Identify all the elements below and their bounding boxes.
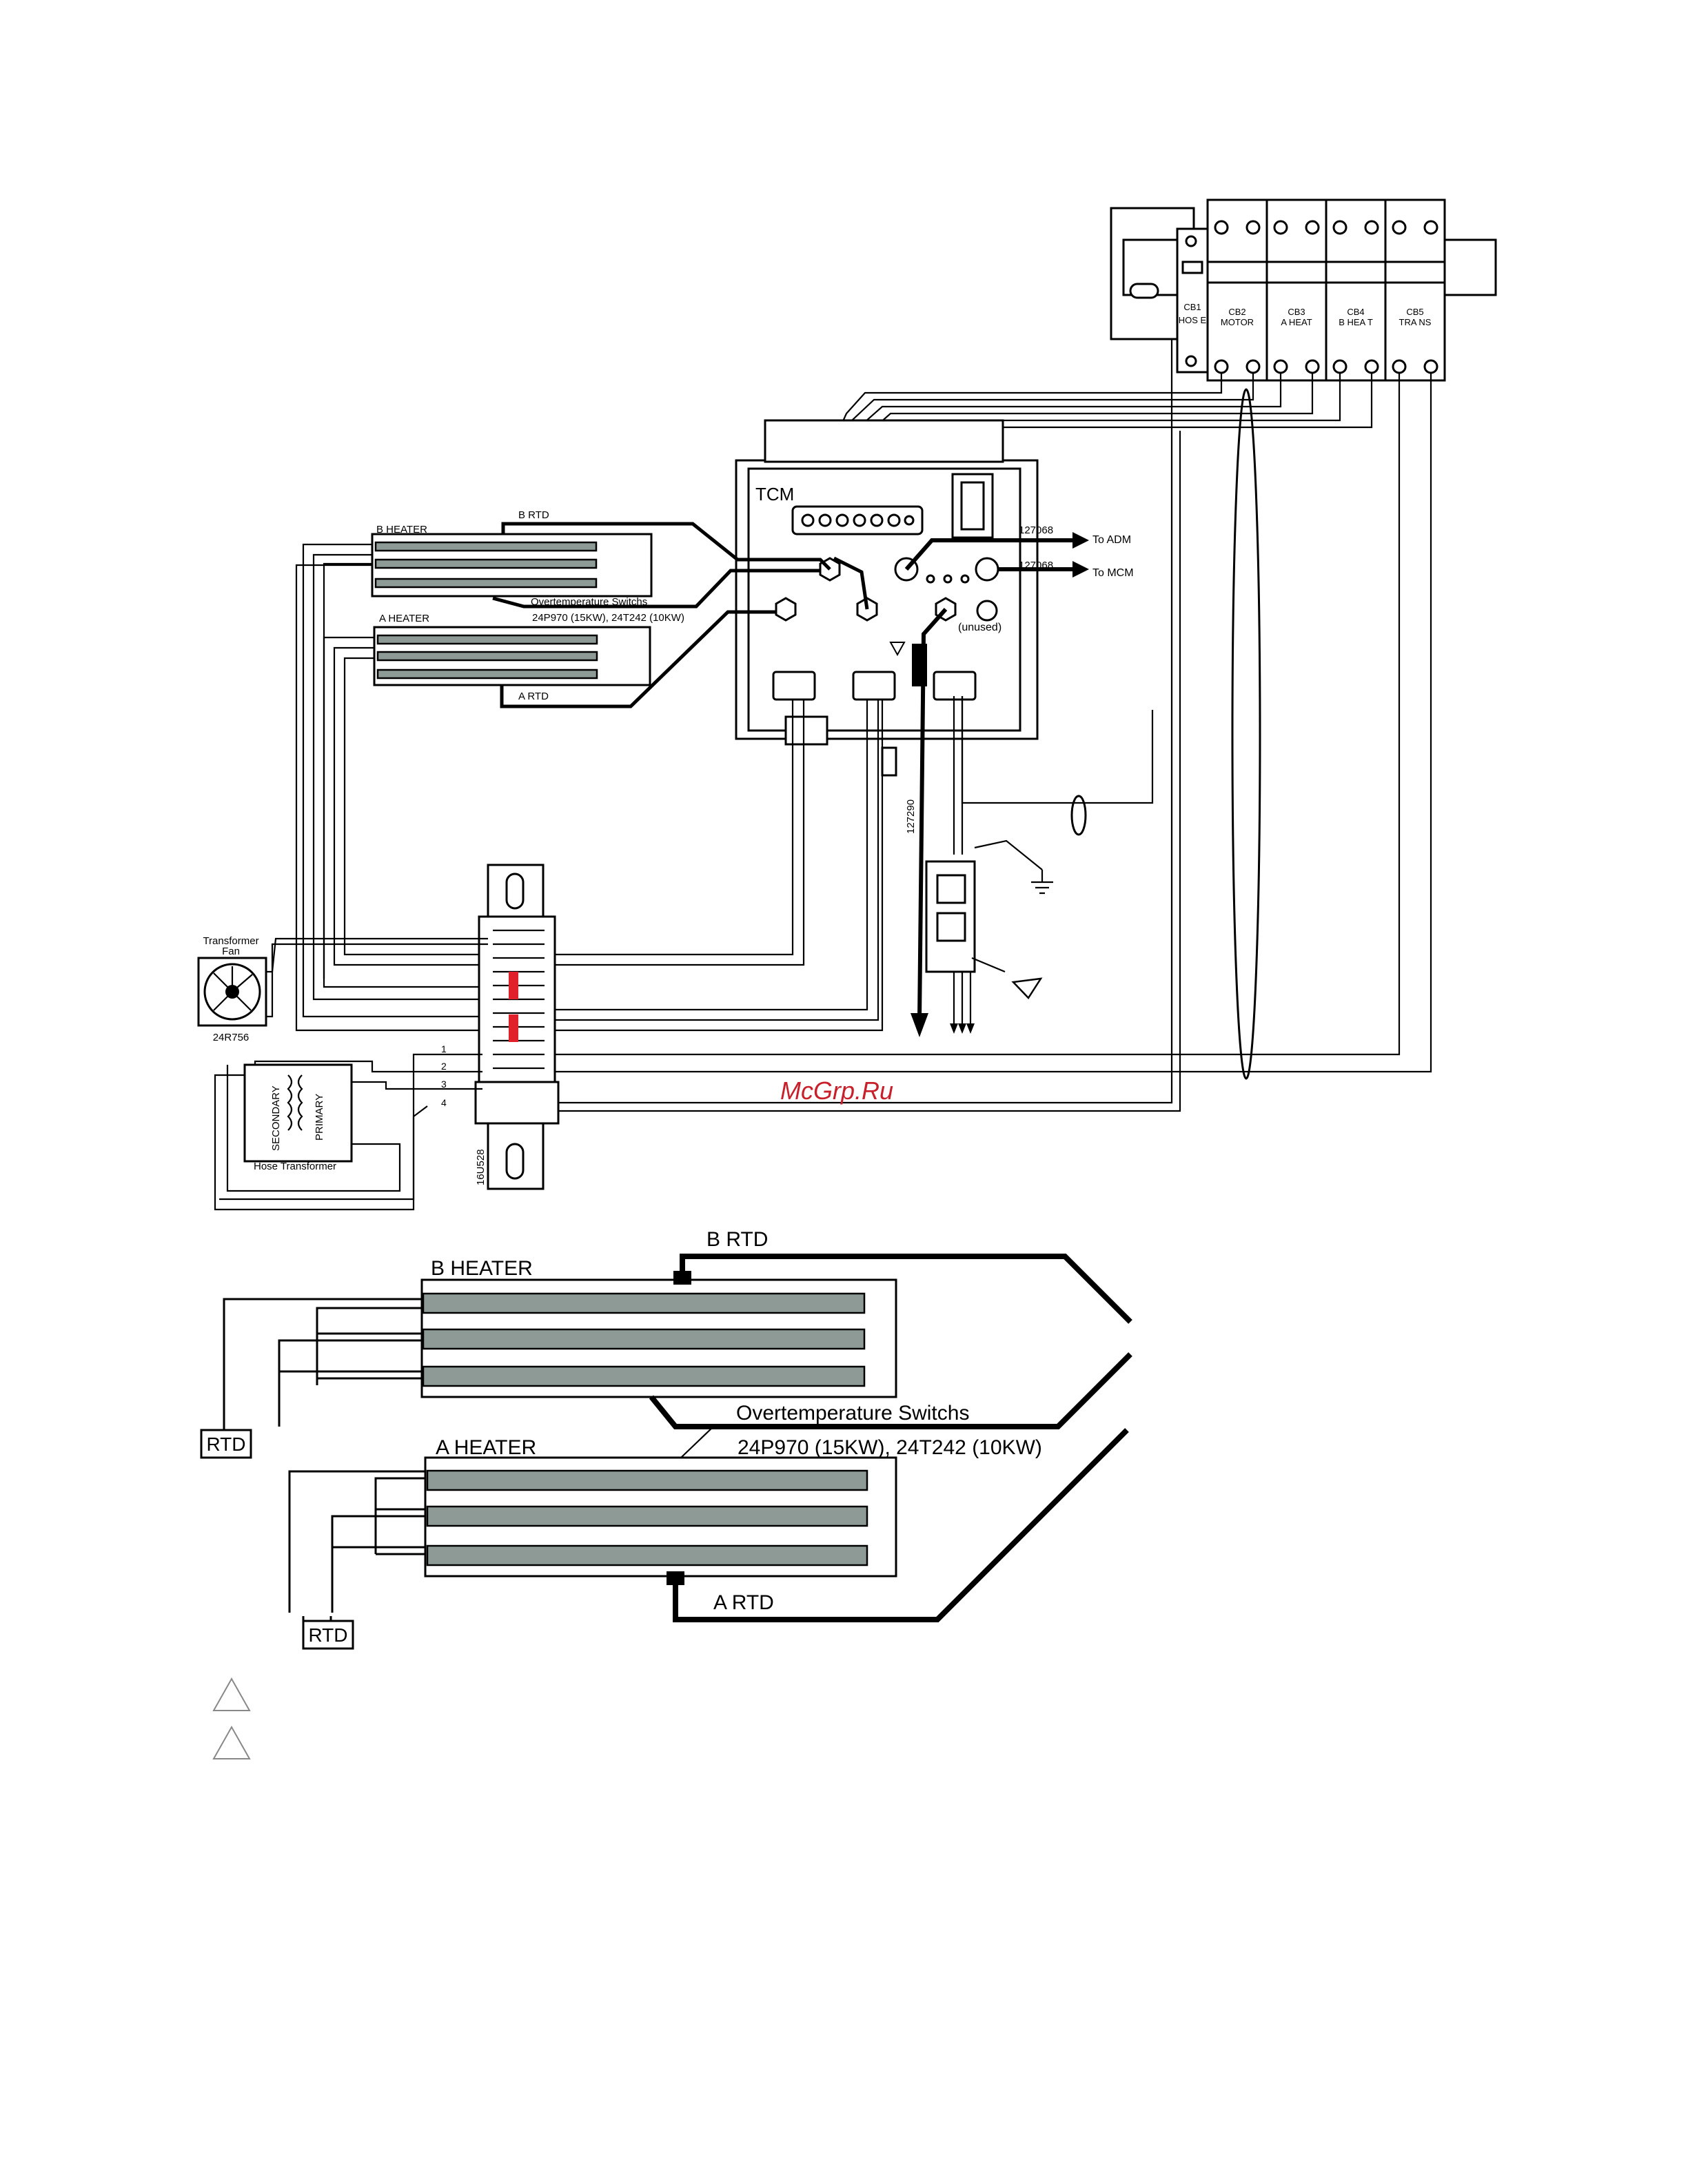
breaker-cb1 — [1176, 227, 1209, 374]
power-cable: 127290 — [889, 608, 948, 1037]
tcm-label: TCM — [755, 484, 794, 504]
b-heater-small-label: B HEATER — [376, 524, 427, 535]
unused-label: (unused) — [958, 622, 1001, 633]
detail-rtd-lower-label: RTD — [308, 1624, 347, 1646]
ot-switch-small-parts: 24P970 (15KW), 24T242 (10KW) — [532, 612, 684, 624]
secondary-label: SECONDARY — [270, 1085, 282, 1151]
hose-transformer: SECONDARY PRIMARY Hose Transformer — [214, 1053, 482, 1211]
detail-rtd-upper-label: RTD — [206, 1433, 245, 1455]
cb2-name: MOTOR — [1221, 317, 1254, 327]
power-connector — [933, 671, 977, 701]
a-rtd-terminal — [775, 597, 797, 622]
detail-wiring: RTD RTD — [200, 1298, 425, 1650]
cb5-name: TRA NS — [1399, 317, 1432, 327]
note-triangle-2 — [212, 1725, 251, 1759]
detail-b-rtd-label: B RTD — [706, 1228, 768, 1251]
breaker-cb3 — [1265, 198, 1328, 382]
fan-part: 24R756 — [213, 1032, 250, 1043]
breaker-cb5 — [1384, 198, 1446, 382]
cb3-name: A HEAT — [1281, 317, 1312, 327]
terminal-block: 16U528 1 2 3 4 — [441, 864, 560, 1190]
breaker-cb2 — [1206, 198, 1268, 382]
a-rtd-small-label: A RTD — [518, 691, 549, 702]
detail-ot-switch: Overtemperature Switchs 24P970 (15KW), 2… — [649, 1352, 1132, 1459]
ground-symbol — [1031, 870, 1053, 895]
jumper-red-2 — [509, 1014, 518, 1042]
note-triangle-1 — [212, 1677, 251, 1711]
comm-cables: 127068 To ADM 127068 To MCM — [904, 524, 1134, 579]
fan-label-1: Transformer — [203, 935, 258, 947]
detail-a-heater-label: A HEATER — [436, 1436, 536, 1459]
tcm-module: TCM (unused) — [735, 419, 1039, 777]
detail-rtd-box-upper — [200, 1429, 252, 1459]
breaker-cb4 — [1325, 198, 1387, 382]
lower-terminal-block — [474, 1081, 560, 1125]
mcm-cable-dest: To MCM — [1092, 567, 1134, 579]
detail-a-heater: A HEATER A RTD — [424, 1428, 1129, 1622]
detail-b-heater-label: B HEATER — [431, 1257, 533, 1280]
cb4-id: CB4 — [1347, 307, 1364, 317]
tcm-connector-pins — [801, 513, 915, 527]
mcm-port — [975, 557, 999, 582]
cb2-id: CB2 — [1228, 307, 1245, 317]
unused-port — [976, 600, 998, 622]
detail-ot-switch-parts: 24P970 (15KW), 24T242 (10KW) — [738, 1436, 1042, 1459]
ot-switch-small-label: Overtemperature Switchs — [531, 596, 647, 608]
terminal-1: 1 — [441, 1043, 447, 1054]
circuit-breaker-panel: CB1 HOS E CB2 MOTOR CB3 A HEAT CB4 B HEA… — [1110, 198, 1497, 382]
outlet-relay — [925, 696, 1154, 1034]
note-triangle-outlet — [1011, 977, 1043, 1000]
din-rail-slot — [1129, 283, 1159, 299]
hose-transformer-label: Hose Transformer — [254, 1161, 336, 1172]
cb1-name: HOS E — [1179, 315, 1207, 325]
detail-ot-switch-label: Overtemperature Switchs — [736, 1402, 969, 1425]
note-triangle-tcm — [889, 642, 906, 657]
a-heater-small-label: A HEATER — [379, 613, 429, 624]
tcm-mounting-tab — [764, 419, 1004, 463]
terminal-4: 4 — [441, 1097, 447, 1108]
terminal-block-part: 16U528 — [475, 1149, 487, 1185]
ferrite-core — [912, 644, 927, 686]
jumper-red-1 — [509, 972, 518, 999]
adm-cable-dest: To ADM — [1092, 534, 1131, 546]
terminal-3: 3 — [441, 1079, 447, 1090]
detail-rtd-box-lower — [302, 1620, 354, 1650]
cb4-name: B HEA T — [1339, 317, 1373, 327]
detail-b-heater: B HEATER B RTD — [420, 1228, 1132, 1398]
heater-b-connector — [852, 671, 896, 701]
primary-label: PRIMARY — [314, 1094, 325, 1141]
adm-cable-part: 127068 — [1019, 524, 1053, 536]
b-rtd-small-label: B RTD — [518, 509, 549, 521]
fan-label-2: Fan — [222, 946, 240, 957]
transformer-fan: Transformer Fan 24R756 — [197, 935, 488, 1043]
cb3-id: CB3 — [1288, 307, 1305, 317]
cable-bundle-loop — [1231, 388, 1261, 1080]
heater-a-connector — [772, 671, 816, 701]
cb1-id: CB1 — [1183, 302, 1201, 312]
mcm-cable-part: 127068 — [1019, 560, 1053, 571]
a-heater-small: A HEATER A RTD Overtemperature Switchs 2… — [373, 569, 820, 708]
terminal-2: 2 — [441, 1061, 447, 1072]
detail-a-rtd-label: A RTD — [713, 1591, 774, 1614]
cb5-id: CB5 — [1406, 307, 1423, 317]
b-heater-small: B HEATER B RTD — [371, 509, 869, 610]
watermark: McGrp.Ru — [780, 1076, 893, 1105]
heater-wiring — [295, 543, 884, 1032]
power-cable-part: 127290 — [905, 799, 917, 834]
